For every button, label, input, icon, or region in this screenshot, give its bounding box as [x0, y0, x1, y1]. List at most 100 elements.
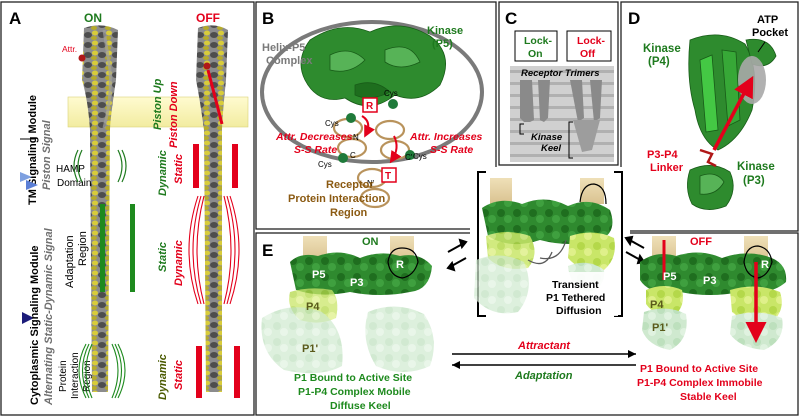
hamp-on-arc-left	[73, 149, 83, 183]
kinase-p5-ribbon	[300, 25, 447, 107]
transient-complex	[474, 178, 615, 314]
kinase-p4-label-2: (P4)	[648, 56, 670, 68]
pir-marker-icon	[22, 312, 34, 324]
transient-label-2: P1 Tethered	[546, 292, 605, 304]
off-label: OFF	[196, 11, 220, 25]
off-p1-left	[642, 308, 687, 350]
panel-d: D ATP Pocket Kinase (P4) P3-P4 Linker Ki…	[620, 1, 799, 232]
n-label: N	[353, 133, 359, 142]
on-r-circle	[387, 247, 419, 279]
on-complex	[261, 236, 434, 374]
piston-down-label: Piston Down	[168, 81, 180, 148]
lock-on-box	[514, 30, 558, 62]
hamp-marker-icon-2	[26, 180, 38, 190]
attr-ligand-dot	[78, 54, 86, 62]
keel-label-1: Kinase	[531, 132, 563, 143]
adapt-on-bar-right	[130, 204, 135, 292]
helix-label-2: Complex	[266, 55, 313, 67]
piston-signal-label: Piston Signal	[41, 119, 53, 190]
adaptation-label: Adaptation	[514, 370, 573, 382]
on-caption-3: Diffuse Keel	[330, 400, 391, 412]
off-p4-label: P4	[650, 299, 664, 311]
attr-ligand-dot-off	[203, 62, 211, 70]
hamp-label-1: HAMP	[56, 164, 85, 175]
off-r-circle	[743, 245, 773, 279]
kinase-p3-label-1: Kinase	[737, 161, 775, 173]
off-caption-1: P1 Bound to Active Site	[640, 363, 758, 375]
center-p4-right	[568, 232, 615, 271]
adapt-on-bar-left	[100, 204, 105, 292]
pir-dynamic-label: Dynamic	[157, 354, 169, 400]
attr-dec-label-2: S-S Rate	[294, 144, 337, 156]
cys-dot-left	[346, 113, 356, 123]
piston-down-rod	[206, 69, 224, 125]
tether-line-1	[527, 251, 553, 265]
t-arrow	[389, 135, 402, 164]
t-residue-label: T	[385, 171, 391, 182]
off-p4-left	[646, 286, 683, 316]
transient-label-1: Transient	[552, 279, 599, 291]
cys-label-3: Cys	[413, 152, 427, 161]
adaptation-arrowhead	[452, 361, 460, 369]
transient-label-3: Diffusion	[556, 305, 602, 317]
adapt-dynamic-label: Dynamic	[173, 240, 185, 286]
on-p5-p3-layer	[290, 252, 432, 295]
lock-on-label-1: Lock-	[524, 35, 553, 47]
linker-arrow	[712, 75, 754, 151]
hamp-marker-icon	[20, 172, 32, 182]
alternating-label: Alternating Static-Dynamic Signal	[43, 227, 55, 406]
e-off-label: OFF	[690, 236, 712, 248]
p3-p4-linker	[699, 148, 717, 168]
transient-label-bg	[540, 272, 618, 316]
center-cap-1	[490, 178, 512, 204]
center-p1-tethered	[474, 255, 529, 314]
c-label: C	[350, 151, 356, 160]
cys-dot-lower	[338, 153, 348, 163]
on-caption-1: P1 Bound to Active Site	[294, 372, 412, 384]
lock-off-box	[566, 30, 612, 62]
kinase-p4-label-1: Kinase	[643, 43, 681, 55]
piston-on-rod	[102, 29, 112, 129]
linker-label-2: Linker	[650, 162, 684, 174]
attr-label: Attr.	[62, 44, 77, 54]
keel-bracket-off	[568, 121, 573, 159]
panel-b: B Kinase (P5) Helix-P5 Complex Cys Cys C…	[255, 1, 497, 230]
off-p3-label: P3	[703, 275, 716, 287]
off-caption-3: Stable Keel	[680, 391, 737, 403]
adaptation-label-2: Region	[77, 231, 89, 266]
cyto-module-label: Cytoplasmic Signaling Module	[29, 245, 41, 405]
panel-e: E ON OFF P5 P3 R P4 P1' P1 Bound to Acti…	[255, 167, 799, 416]
c-prime-label: C'	[405, 153, 413, 162]
tether-line-2	[539, 239, 567, 260]
pir-static-label: Static	[173, 360, 185, 390]
receptor-label-3: Region	[330, 207, 368, 219]
pir-label-1: Protein	[58, 360, 69, 392]
hamp-on-arc-right	[117, 149, 127, 183]
helix-label-1: Helix-P5	[262, 42, 305, 54]
on-p5-label: P5	[312, 269, 325, 281]
e-on-label: ON	[362, 236, 379, 248]
on-label: ON	[84, 11, 102, 25]
adaptation-label-1: Adaptation	[64, 235, 76, 288]
hamp-label-2: Domain	[57, 178, 91, 189]
center-bracket-left	[477, 171, 486, 317]
r-residue-label: R	[366, 101, 374, 112]
adapt-off-arcs	[188, 195, 240, 305]
hamp-static-label: Static	[173, 154, 185, 184]
panel-d-letter: D	[628, 9, 640, 28]
center-cap-2	[580, 178, 604, 204]
on-p1-domain-right	[365, 306, 434, 372]
pir-off-bar-right	[234, 346, 240, 398]
on-r-label: R	[396, 259, 404, 271]
adapt-static-label: Static	[157, 242, 169, 272]
atp-pointer	[757, 41, 766, 53]
panel-c: C Lock- On Lock- Off Receptor Trimers Ki…	[498, 1, 619, 166]
panel-a-letter: A	[9, 9, 21, 28]
r-residue-box	[362, 97, 378, 113]
receptor-label-1: Receptor	[326, 179, 374, 191]
r-arrow	[361, 115, 375, 138]
equilibrium-arrows-left	[446, 238, 468, 272]
n-prime-label: N'	[367, 179, 375, 188]
off-p5-label: P5	[663, 271, 676, 283]
